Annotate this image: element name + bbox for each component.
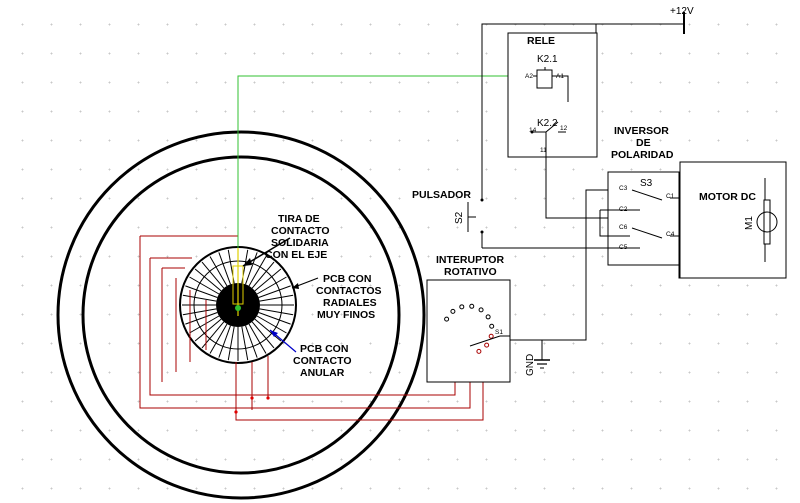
relay-box bbox=[507, 32, 598, 158]
rotary-title-2: ROTATIVO bbox=[444, 266, 497, 278]
radial-contact bbox=[182, 308, 217, 316]
radial-contact bbox=[254, 268, 282, 292]
inverter-c6-label: C6 bbox=[619, 224, 628, 231]
inverter-title-3: POLARIDAD bbox=[611, 149, 674, 161]
inverter-c4-label: C4 bbox=[666, 231, 675, 238]
radial-contact bbox=[185, 285, 218, 298]
inner-ring bbox=[81, 155, 401, 475]
motor-symbol bbox=[756, 211, 778, 233]
rotary-contact bbox=[450, 308, 456, 314]
pcb-anular-label-2: CONTACTO bbox=[293, 355, 352, 367]
pcb-anular-label-3: ANULAR bbox=[300, 367, 345, 379]
radial-contact bbox=[209, 323, 228, 354]
tira-label-2: CONTACTO bbox=[271, 225, 330, 237]
radial-contact bbox=[256, 315, 287, 334]
radial-contact bbox=[185, 312, 218, 325]
pcb-radial-label-1: PCB CON bbox=[323, 273, 371, 285]
radial-contact bbox=[194, 268, 222, 292]
radial-contact bbox=[194, 318, 222, 342]
relay-a1-label: A1 bbox=[556, 73, 564, 80]
radial-contact bbox=[259, 294, 294, 302]
rotary-contact bbox=[484, 342, 490, 348]
pcb-radial-label-2: CONTACTOS bbox=[316, 285, 382, 297]
relay-pin12-label: 12 bbox=[560, 125, 568, 132]
rotary-switch-box bbox=[426, 279, 511, 383]
rotary-contact bbox=[489, 323, 495, 329]
rotary-title-1: INTERUPTOR bbox=[436, 254, 504, 266]
inverter-box bbox=[607, 171, 680, 266]
rotary-s1-label: S1 bbox=[495, 329, 503, 336]
radial-contact bbox=[251, 321, 275, 349]
tira-label-1: TIRA DE bbox=[278, 213, 320, 225]
radial-contact bbox=[189, 315, 220, 334]
rotary-contact bbox=[476, 348, 482, 354]
radial-contact bbox=[256, 276, 287, 295]
radial-contact bbox=[259, 308, 294, 316]
radial-contact bbox=[209, 256, 228, 287]
relay-k21-label: K2.1 bbox=[537, 54, 558, 65]
radial-contact bbox=[254, 318, 282, 342]
pushbutton-s2-label: S2 bbox=[454, 211, 465, 224]
radial-contact bbox=[182, 294, 217, 302]
radial-contact bbox=[245, 252, 258, 285]
relay-title: RELE bbox=[527, 35, 555, 47]
radial-contact bbox=[189, 276, 220, 295]
rotary-contact bbox=[469, 303, 475, 309]
motor-m1-label: M1 bbox=[744, 216, 755, 230]
tira-label-4: CON EL EJE bbox=[265, 249, 327, 261]
radial-contact bbox=[201, 261, 225, 289]
supply-label: +12V bbox=[670, 6, 694, 17]
relay-pin14-label: 14 bbox=[529, 127, 537, 134]
tira-label-3: SOLIDARIA bbox=[271, 237, 329, 249]
inverter-c5-label: C5 bbox=[619, 244, 628, 251]
pcb-anular-label-1: PCB CON bbox=[300, 343, 348, 355]
radial-contact bbox=[258, 285, 291, 298]
inverter-c3-label: C3 bbox=[619, 185, 628, 192]
radial-contact bbox=[218, 325, 231, 358]
rotary-contact bbox=[478, 307, 484, 313]
gnd-label: GND bbox=[525, 354, 536, 376]
inverter-s3-label: S3 bbox=[640, 178, 653, 189]
radial-contact bbox=[258, 312, 291, 325]
inverter-title-2: DE bbox=[636, 137, 651, 149]
shaft-contact bbox=[235, 305, 241, 311]
motor-box bbox=[679, 161, 787, 279]
relay-a2-label: A2 bbox=[525, 73, 533, 80]
inverter-c1-label: C1 bbox=[666, 193, 675, 200]
rotary-contact bbox=[488, 333, 494, 339]
radial-contact bbox=[248, 323, 267, 354]
relay-pin11-label: 11 bbox=[540, 147, 547, 154]
rotary-contact bbox=[485, 314, 491, 320]
radial-contact bbox=[248, 256, 267, 287]
radial-contact bbox=[241, 326, 249, 361]
pcb-radial-label-3: RADIALES bbox=[323, 297, 377, 309]
pcb-radial-label-4: MUY FINOS bbox=[317, 309, 375, 321]
control-wire bbox=[237, 75, 533, 248]
outer-ring bbox=[56, 130, 426, 500]
motor-title: MOTOR DC bbox=[699, 191, 756, 203]
relay-k22-label: K2.2 bbox=[537, 118, 558, 129]
inverter-title-1: INVERSOR bbox=[614, 125, 669, 137]
radial-contact bbox=[251, 261, 275, 289]
eye-strip-outline bbox=[232, 265, 244, 305]
rotary-contact bbox=[459, 304, 465, 310]
radial-contact bbox=[245, 325, 258, 358]
radial-contact bbox=[227, 326, 235, 361]
pushbutton-title: PULSADOR bbox=[412, 189, 471, 201]
radial-contact bbox=[218, 252, 231, 285]
rotary-contact bbox=[444, 316, 450, 322]
inverter-c2-label: C2 bbox=[619, 206, 628, 213]
